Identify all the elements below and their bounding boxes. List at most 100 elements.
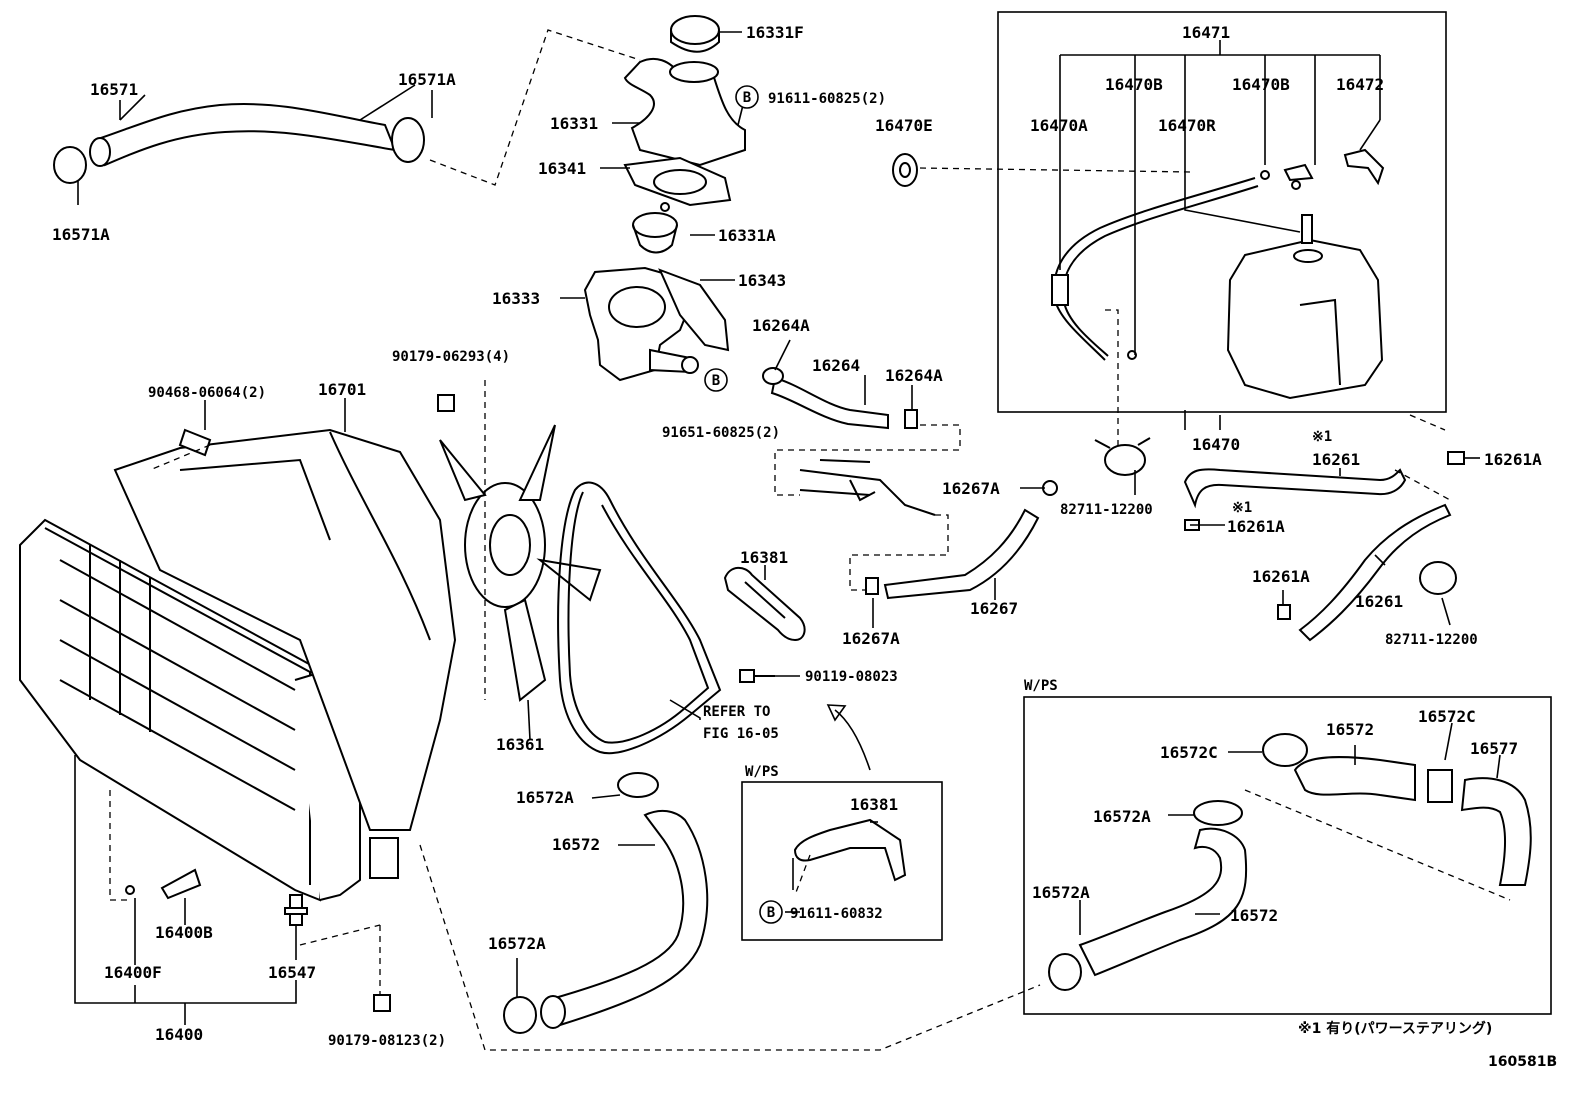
label-16267a-top: 16267A <box>942 479 1000 498</box>
label-91611-60825: 91611-60825(2) <box>768 91 886 107</box>
label-16470: 16470 <box>1192 435 1240 454</box>
label-16572a-b: 16572A <box>488 934 546 953</box>
dashed-lines <box>109 29 1511 1051</box>
label-16470b-a: 16470B <box>1105 75 1163 94</box>
label-16571a-top: 16571A <box>398 70 456 89</box>
label-16577: 16577 <box>1470 739 1518 758</box>
reservoir-cap-16472 <box>1343 148 1385 186</box>
bracket-assembly-center <box>799 459 936 516</box>
label-16572c-a: 16572C <box>1160 743 1218 762</box>
lower-hose-16572 <box>503 772 709 1034</box>
label-16264: 16264 <box>812 356 860 375</box>
label-16331f: 16331F <box>746 23 804 42</box>
label-16341: 16341 <box>538 159 586 178</box>
footnote: ※1 有り(パワーステアリング) <box>1298 1020 1492 1037</box>
label-16264a-b: 16264A <box>885 366 943 385</box>
label-wps-right: W/PS <box>1024 678 1058 694</box>
label-16572-a: 16572 <box>552 835 600 854</box>
hose-16264 <box>762 367 918 430</box>
label-16572a-d: 16572A <box>1032 883 1090 902</box>
svg-text:B: B <box>712 373 720 389</box>
label-16572a-c: 16572A <box>1093 807 1151 826</box>
label-16333: 16333 <box>492 289 540 308</box>
part-labels: 16571 16571A 16571A 16331F 16331 16341 1… <box>52 23 1557 1070</box>
hose-16577 <box>1460 777 1532 886</box>
label-16572a-a: 16572A <box>516 788 574 807</box>
wps-arrow <box>826 704 871 771</box>
label-90468-06064: 90468-06064(2) <box>148 385 266 401</box>
label-91651-60825: 91651-60825(2) <box>662 425 780 441</box>
label-16400: 16400 <box>155 1025 203 1044</box>
clamp-82711-center <box>1094 437 1151 476</box>
circle-b-top: B <box>735 85 759 109</box>
bracket-16381 <box>723 566 806 642</box>
label-90119-08023: 90119-08023 <box>805 669 898 685</box>
label-16267a-low: 16267A <box>842 629 900 648</box>
bolt-90119 <box>739 669 775 683</box>
gasket-16343 <box>658 268 730 352</box>
grommet-16470e <box>892 153 918 187</box>
fan-shroud-16701 <box>113 428 457 831</box>
label-16572-c: 16572 <box>1230 906 1278 925</box>
label-82711-a: 82711-12200 <box>1060 502 1153 518</box>
hose-16267 <box>865 480 1058 600</box>
label-82711-b: 82711-12200 <box>1385 632 1478 648</box>
figure-id: 160581B <box>1488 1054 1557 1070</box>
label-16572-b: 16572 <box>1326 720 1374 739</box>
label-16261a-mid: 16261A <box>1227 517 1285 536</box>
bolt-90468 <box>178 428 212 457</box>
water-outlet-16331 <box>623 57 746 167</box>
water-outlet-cap-16331f <box>670 15 720 53</box>
hose-16572-wps-upper <box>1262 733 1453 803</box>
label-16470e: 16470E <box>875 116 933 135</box>
label-16331a: 16331A <box>718 226 776 245</box>
bracket-16381-wps <box>793 818 907 882</box>
label-16470r: 16470R <box>1158 116 1216 135</box>
mark-1a: ※1 <box>1312 429 1332 445</box>
label-16361: 16361 <box>496 735 544 754</box>
label-16261-low: 16261 <box>1355 592 1403 611</box>
circle-b-wps: B <box>759 900 783 924</box>
plug-90179-08123 <box>373 994 391 1012</box>
label-16571: 16571 <box>90 80 138 99</box>
label-16547: 16547 <box>268 963 316 982</box>
fan-16361 <box>439 424 602 702</box>
label-91611-60832: 91611-60832 <box>790 906 883 922</box>
leader-lines <box>74 31 1501 1025</box>
label-16701: 16701 <box>318 380 366 399</box>
label-16381-wps: 16381 <box>850 795 898 814</box>
label-fig-16-05: FIG 16-05 <box>703 726 779 742</box>
label-16470b-b: 16470B <box>1232 75 1290 94</box>
label-16267: 16267 <box>970 599 1018 618</box>
svg-text:B: B <box>767 905 775 921</box>
thermostat-16331a <box>632 202 678 254</box>
label-16264a-a: 16264A <box>752 316 810 335</box>
circle-b-mid: B <box>704 368 728 392</box>
label-90179-08123: 90179-08123(2) <box>328 1033 446 1049</box>
fitting-16547 <box>284 894 308 926</box>
mark-1b: ※1 <box>1232 500 1252 516</box>
wps-frame-center <box>741 781 943 941</box>
label-16400b: 16400B <box>155 923 213 942</box>
reservoir-frame <box>997 11 1447 413</box>
label-16471: 16471 <box>1182 23 1230 42</box>
plug-90179-06293 <box>437 394 455 412</box>
reservoir-clip-16470b <box>1127 163 1314 360</box>
label-16472: 16472 <box>1336 75 1384 94</box>
hose-16261-upper <box>1183 451 1465 509</box>
water-inlet-16333 <box>583 266 699 382</box>
label-16400f: 16400F <box>104 963 162 982</box>
label-16331: 16331 <box>550 114 598 133</box>
label-16381: 16381 <box>740 548 788 567</box>
reservoir-hose-16470a <box>1051 177 1259 361</box>
label-16343: 16343 <box>738 271 786 290</box>
label-16261a-right: 16261A <box>1484 450 1542 469</box>
gasket-16341 <box>623 156 732 207</box>
label-16571a-left: 16571A <box>52 225 110 244</box>
label-90179-06293: 90179-06293(4) <box>392 349 510 365</box>
svg-text:B: B <box>743 90 751 106</box>
drain-cock-16400b <box>125 868 202 900</box>
wps-frame-right <box>1023 696 1552 1015</box>
label-16261a-low: 16261A <box>1252 567 1310 586</box>
